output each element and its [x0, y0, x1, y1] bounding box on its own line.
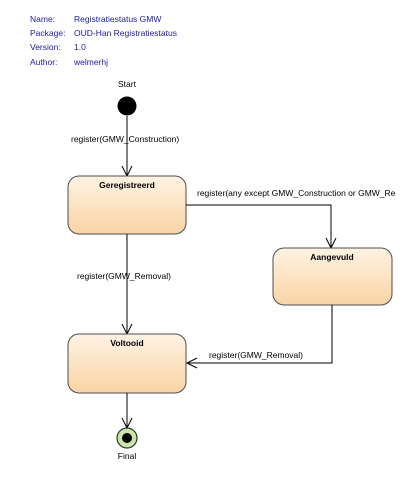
- state-voltooid[interactable]: Voltooid: [67, 333, 187, 394]
- transition-label-removal-right: register(GMW_Removal): [209, 350, 303, 360]
- transition-geregistreerd-to-voltooid[interactable]: [121, 234, 133, 336]
- metadata-name-row: Name: Registratiestatus GMW: [30, 12, 177, 26]
- transition-label-any-except: register(any except GMW_Construction or …: [197, 188, 396, 198]
- final-node[interactable]: [116, 427, 138, 449]
- final-label: Final: [118, 451, 137, 461]
- transition-label-removal-left: register(GMW_Removal): [77, 271, 171, 281]
- metadata-name-label: Name:: [30, 14, 56, 24]
- transition-label-construction: register(GMW_Construction): [71, 134, 179, 144]
- transition-start-to-geregistreerd[interactable]: [121, 116, 133, 178]
- state-aangevuld[interactable]: Aangevuld: [272, 247, 393, 306]
- state-geregistreerd[interactable]: Geregistreerd: [67, 175, 187, 235]
- metadata-version-value: 1.0: [74, 42, 86, 53]
- metadata-package-value: OUD-Han Registratiestatus: [74, 28, 177, 39]
- transition-voltooid-to-final[interactable]: [121, 393, 133, 430]
- metadata-name-value: Registratiestatus GMW: [74, 14, 162, 24]
- metadata-author-row: Author: welmerhj: [30, 55, 177, 69]
- state-geregistreerd-label: Geregistreerd: [99, 180, 155, 190]
- transition-geregistreerd-to-aangevuld[interactable]: [186, 204, 337, 250]
- metadata-package-label: Package:: [30, 28, 66, 39]
- state-voltooid-label: Voltooid: [110, 338, 143, 348]
- metadata-version-row: Version: 1.0: [30, 40, 177, 54]
- metadata-author-value: welmerhj: [74, 56, 109, 67]
- state-aangevuld-label: Aangevuld: [310, 252, 353, 262]
- transition-aangevuld-to-voltooid[interactable]: [185, 305, 333, 369]
- metadata-author-label: Author:: [30, 56, 58, 67]
- metadata-version-label: Version:: [30, 42, 61, 53]
- metadata-package-row: Package: OUD-Han Registratiestatus: [30, 26, 177, 40]
- start-label: Start: [118, 79, 137, 89]
- start-node[interactable]: [117, 96, 137, 116]
- diagram-metadata: Name: Registratiestatus GMW Package: OUD…: [30, 12, 177, 69]
